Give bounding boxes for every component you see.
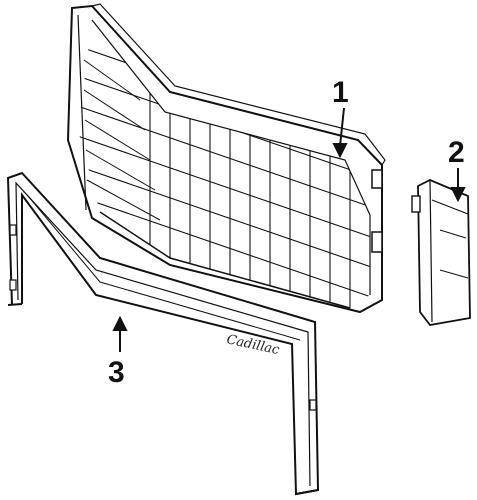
- callout-number-3: 3: [108, 356, 125, 389]
- grille-part: [66, 3, 386, 314]
- frame-part: [6, 171, 320, 496]
- callout-number-2: 2: [448, 136, 465, 169]
- callout-number-1: 1: [332, 76, 349, 109]
- emblem-script: Cadillac: [225, 332, 281, 358]
- callout-leaders: [112, 107, 466, 352]
- bracket-part: [411, 179, 471, 326]
